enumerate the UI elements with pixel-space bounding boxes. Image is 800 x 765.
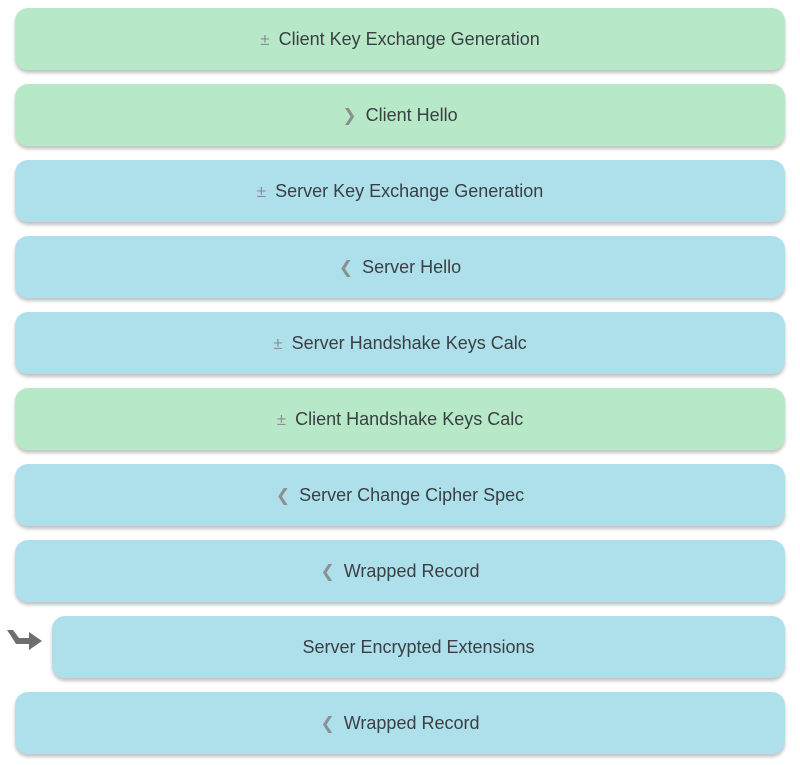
chevron-left-icon: ❮ — [320, 713, 335, 733]
step-wrapped-record-2[interactable]: ❮ Wrapped Record — [15, 692, 785, 754]
step-label: Client Handshake Keys Calc — [295, 408, 524, 429]
step-label: Client Key Exchange Generation — [278, 28, 540, 49]
plus-minus-icon: ± — [260, 29, 270, 49]
current-record-line: Server Encrypted Extensions — [7, 616, 785, 678]
step-wrapped-record-1[interactable]: ❮ Wrapped Record — [15, 540, 785, 602]
chevron-left-icon: ❮ — [320, 561, 335, 581]
plus-minus-icon: ± — [276, 409, 287, 429]
step-client-handshake-keys-calc[interactable]: ± Client Handshake Keys Calc — [15, 388, 785, 450]
step-label: Wrapped Record — [343, 560, 480, 581]
arrow-right-icon — [7, 630, 42, 650]
arrow-right-shape — [7, 630, 42, 650]
step-server-handshake-keys-calc[interactable]: ± Server Handshake Keys Calc — [15, 312, 785, 374]
step-server-encrypted-extensions[interactable]: Server Encrypted Extensions — [52, 616, 785, 678]
step-server-change-cipher-spec[interactable]: ❮ Server Change Cipher Spec — [15, 464, 785, 526]
step-server-hello[interactable]: ❮ Server Hello — [15, 236, 785, 298]
step-label: Server Handshake Keys Calc — [291, 332, 527, 353]
step-label: Server Hello — [362, 256, 462, 277]
step-client-hello[interactable]: ❯ Client Hello — [15, 84, 785, 146]
plus-minus-icon: ± — [273, 333, 283, 353]
step-label: Server Change Cipher Spec — [299, 484, 525, 505]
step-server-key-exchange-generation[interactable]: ± Server Key Exchange Generation — [15, 160, 785, 222]
step-label: Server Encrypted Extensions — [302, 636, 535, 657]
step-label: Client Hello — [365, 104, 458, 125]
step-label: Wrapped Record — [343, 712, 480, 733]
step-label: Server Key Exchange Generation — [275, 180, 544, 201]
chevron-left-icon: ❮ — [338, 257, 354, 277]
step-client-key-exchange-generation[interactable]: ± Client Key Exchange Generation — [15, 8, 785, 70]
chevron-right-icon: ❯ — [342, 105, 357, 125]
plus-minus-icon: ± — [256, 181, 267, 201]
chevron-left-icon: ❮ — [275, 485, 291, 505]
